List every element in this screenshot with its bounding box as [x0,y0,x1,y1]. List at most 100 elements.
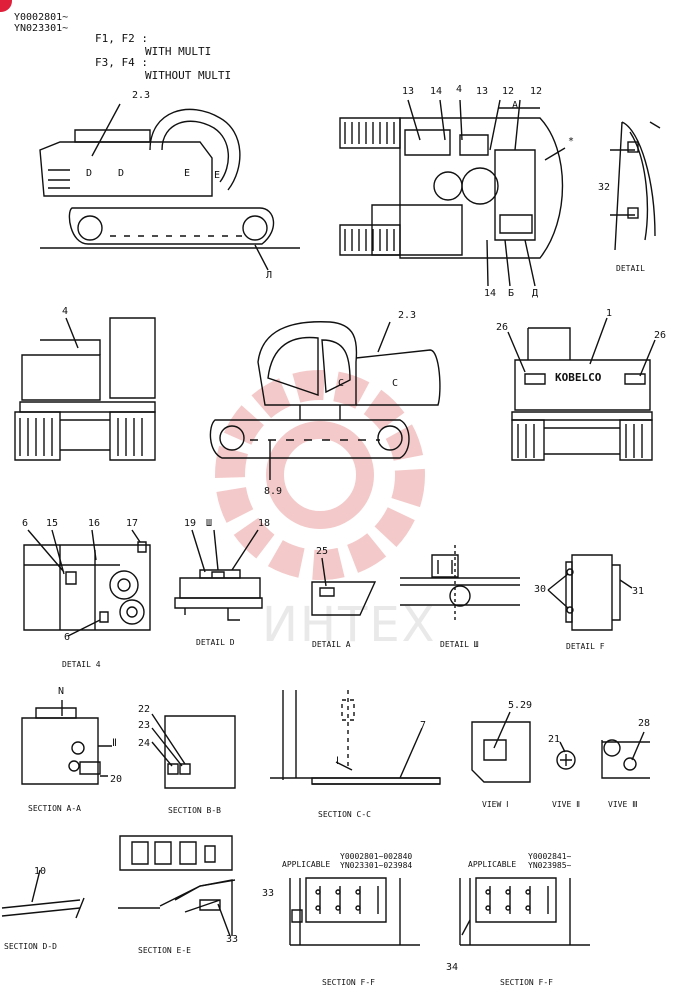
note-with-multi: WITH MULTI [145,45,212,58]
section-aa-drawing [21,700,112,785]
rear-left-view [14,317,156,461]
callout-d-6b: 6 [64,632,71,643]
caption-detail-z: DETAIL Ш [440,640,479,649]
callout-mid-23: 2.3 [398,310,417,321]
callout-rear-4: 4 [62,306,69,317]
caption-sec-dd: SECTION D-D [4,942,57,951]
detail-d-drawing [174,529,263,621]
applicable-2-line1: Y0002841~ [528,852,572,861]
callout-side-n: Л [266,270,273,281]
callout-s-20: 20 [110,774,123,785]
callout-d-6a: 6 [22,518,29,529]
caption-sec-cc: SECTION C-C [318,810,371,819]
callout-back-1: 1 [606,308,613,319]
view-3-drawing [601,731,650,779]
excavator-top-view [339,99,566,287]
applicable-1-line1: Y0002801~002840 [340,852,413,861]
callout-d-18: 18 [258,518,271,529]
rear-right-view [507,317,656,461]
callout-d-19: 19 [184,518,197,529]
callout-detail-32: 32 [598,182,611,193]
detail-z-drawing [400,545,520,620]
callout-side-d1: D [86,168,93,179]
callout-s-7: 7 [420,720,427,731]
watermark-logo-gear [205,360,435,590]
callout-mid-c2: C [392,378,399,389]
section-ff1-drawing [289,877,420,946]
note-f3f4: F3, F4 : [95,56,148,69]
note-f1f2: F1, F2 : [95,32,148,45]
view-2-drawing [556,741,576,770]
applicable-1-line2: YN023301~023984 [340,861,413,870]
section-ee-drawing [118,835,236,937]
callout-top-star: * [568,136,575,147]
serial-line-2: YN023301~ [14,23,69,34]
callout-side-d2: D [118,168,125,179]
caption-detail-d: DETAIL D [196,638,235,647]
callout-d-30: 30 [534,584,547,595]
callout-s-10: 10 [34,866,47,877]
callout-s-22: 22 [138,704,151,715]
callout-top-d: Д [532,288,539,299]
caption-sec-ee: SECTION E-E [138,946,191,955]
applicable-1-label: APPLICABLE [282,860,331,869]
note-without-multi: WITHOUT MULTI [145,69,232,82]
callout-top-4: 4 [456,84,463,95]
callout-top-12b: 12 [530,86,543,97]
callout-s-2: Ⅱ [112,738,117,749]
callout-s-n: N [58,686,65,697]
caption-detail-a: DETAIL A [312,640,351,649]
callout-top-b: Б [508,288,515,299]
callout-d-17: 17 [126,518,139,529]
excavator-front-quarter-view [209,321,441,480]
detail-right-drawing [610,121,661,251]
callout-mid-c1: C [338,378,345,389]
callout-s-33b: 33 [262,888,275,899]
callout-back-26b: 26 [654,330,667,341]
callout-back-26a: 26 [496,322,509,333]
callout-d-z: Ш [206,518,213,529]
caption-sec-ff2: SECTION F-F [500,978,553,987]
callout-s-34: 34 [446,962,459,973]
caption-detail-f: DETAIL F [566,642,605,651]
caption-sec-ff1: SECTION F-F [322,978,375,987]
callout-top-14b: 14 [484,288,497,299]
view-1-drawing [471,711,531,783]
detail-a-drawing [311,557,377,616]
callout-side-e2: E [214,170,221,181]
callout-d-31: 31 [632,586,645,597]
callout-d-15: 15 [46,518,59,529]
callout-top-13a: 13 [402,86,415,97]
caption-sec-aa: SECTION A-A [28,804,81,813]
caption-detail-right: DETAIL [616,264,645,273]
watermark-text: ИНТЕХ [262,597,437,653]
serial-line-1: Y0002801~ [14,12,69,23]
callout-mid-89: 8.9 [264,486,283,497]
section-bb-drawing [151,713,236,789]
callout-d-25: 25 [316,546,329,557]
callout-top-13b: 13 [476,86,489,97]
caption-view-2: VIVE Ⅱ [552,800,581,809]
callout-s-1: Ⅰ [336,756,339,767]
callout-top-14a: 14 [430,86,443,97]
section-ff2-drawing [459,877,590,946]
callout-d-16: 16 [88,518,101,529]
callout-s-24: 24 [138,738,151,749]
caption-view-1: VIEW Ⅰ [482,800,509,809]
caption-detail-4: DETAIL 4 [62,660,101,669]
section-dd-drawing [1,869,85,919]
detail-4-drawing [23,529,151,637]
callout-s-529: 5.29 [508,700,533,711]
caption-view-3: VIVE Ⅲ [608,800,638,809]
callout-top-a: A [512,100,519,111]
applicable-2-line2: YN023985~ [528,861,572,870]
applicable-2-label: APPLICABLE [468,860,517,869]
callout-top-12a: 12 [502,86,515,97]
kobelco-logo: KOBELCO [555,371,602,384]
callout-s-21: 21 [548,734,561,745]
callout-s-33a: 33 [226,934,239,945]
caption-sec-bb: SECTION B-B [168,806,221,815]
section-cc-drawing [270,690,441,785]
